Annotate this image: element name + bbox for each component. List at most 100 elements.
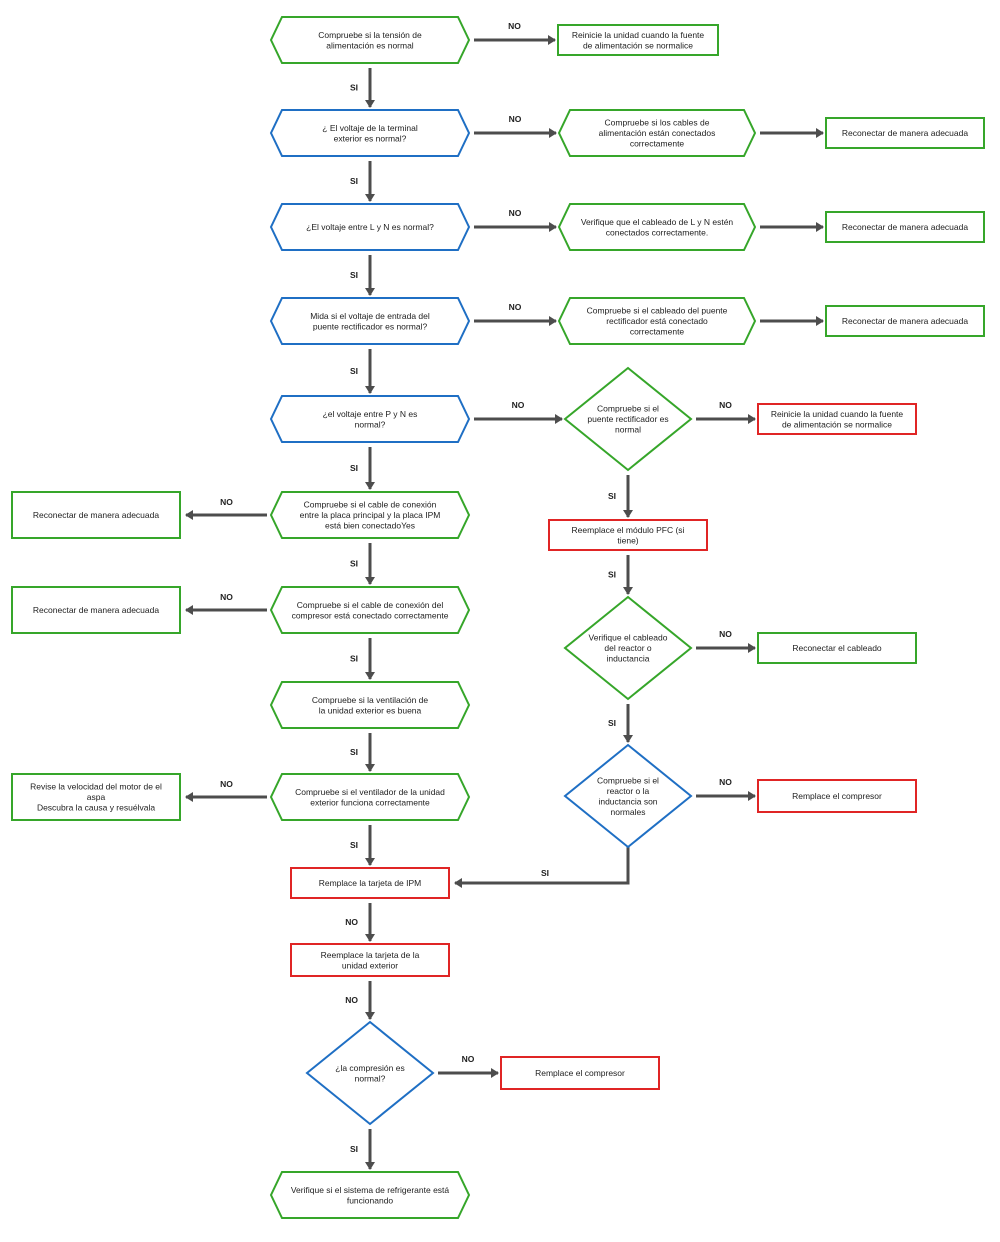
node-label-line: Verifique el cableado [589,633,668,643]
node-hex-outline [269,681,471,729]
connector-label: SI [350,176,358,186]
node-rect-outline [290,943,450,977]
node-hex-outline [557,297,757,345]
node-hex-outline [557,109,757,157]
node-label-line: Compruebe si el cableado del puente [587,306,728,316]
node-label-line: Descubra la causa y resuélvala [37,803,155,813]
connector-arrow [454,847,630,888]
connector-label: NO [509,114,522,124]
node-label-line: reactor o la [607,786,650,796]
node-diamond-outline [305,1020,435,1126]
node-label-line: inductancia son [598,796,657,806]
node-rect-outline [757,632,917,664]
connector-label: SI [350,366,358,376]
node-label-line: normales [611,807,646,817]
node-label-line: Compruebe si la ventilación de [312,695,429,705]
node-label-line: ¿El voltaje entre L y N es normal? [306,222,434,232]
node-hex-outline [269,16,471,64]
node-hex-outline [269,395,471,443]
node-label-line: Reemplace el módulo PFC (si [572,525,685,535]
node-rect-outline [500,1056,660,1090]
connector-label: NO [345,917,358,927]
connector-label: SI [608,718,616,728]
connector-label: SI [350,83,358,93]
node-label-line: Revise la velocidad del motor de el [30,782,162,792]
node-hex-outline [269,297,471,345]
node-hex-outline [557,203,757,251]
node-label-line: funcionando [347,1195,394,1205]
node-label-line: Reconectar de manera adecuada [842,128,968,138]
flow-node-rect: Reconectar el cableado [757,632,917,664]
node-label-line: rectificador está conectado [606,316,708,326]
connector-label: SI [350,840,358,850]
connector-label: NO [220,592,233,602]
node-label-line: Reconectar de manera adecuada [33,605,159,615]
node-label-line: puente rectificador es normal? [313,321,428,331]
flow-node-rect: Remplace el compresor [757,779,917,813]
flow-node-hex: Compruebe si el ventilador de la unidade… [269,773,471,821]
node-label-line: Reemplace la tarjeta de la [321,950,420,960]
node-label-line: correctamente [630,327,685,337]
node-hex-outline [269,491,471,539]
connector-label: SI [350,270,358,280]
connector-label: NO [512,400,525,410]
connector-label: NO [509,302,522,312]
node-label-line: normal? [355,1073,386,1083]
node-label-line: Reinicie la unidad cuando la fuente [771,409,904,419]
node-label-line: normal? [355,419,386,429]
flow-node-rect: Reconectar de manera adecuada [825,117,985,149]
node-label-line: ¿la compresión es [335,1063,404,1073]
node-label-line: Reconectar de manera adecuada [842,316,968,326]
node-label-line: Remplace el compresor [535,1068,625,1078]
node-label-line: exterior funciona correctamente [310,797,430,807]
node-label-line: alimentación están conectados [599,128,716,138]
connector-label: SI [350,463,358,473]
connector-label: NO [220,497,233,507]
node-rect-outline [757,403,917,435]
node-label-line: Remplace la tarjeta de IPM [319,878,422,888]
node-hex-outline [269,773,471,821]
node-label-line: Reconectar de manera adecuada [842,222,968,232]
connector-label: SI [608,570,616,580]
node-rect-outline [11,773,181,821]
node-label-line: compresor está conectado correctamente [292,610,449,620]
node-label-line: exterior es normal? [334,133,407,143]
node-diamond-outline [563,595,693,701]
node-label-line: la unidad exterior es buena [319,705,422,715]
node-label-line: Compruebe si el [597,775,659,785]
flow-node-hex: Compruebe si el cable de conexión delcom… [269,586,471,634]
node-hex-outline [269,1171,471,1219]
flow-node-rect: Reconectar de manera adecuada [825,305,985,337]
node-rect-outline [11,491,181,539]
node-label-line: Compruebe si el cable de conexión [304,500,437,510]
connector-label: NO [719,777,732,787]
node-label-line: está bien conectadoYes [325,521,415,531]
flow-node-rect: Revise la velocidad del motor de elaspaD… [11,773,181,821]
connector-label: NO [719,629,732,639]
node-rect-outline [825,305,985,337]
node-rect-outline [290,867,450,899]
node-label-line: aspa [87,792,106,802]
node-hex-outline [269,109,471,157]
node-diamond-outline [563,366,693,472]
node-label-line: inductancia [606,654,649,664]
node-label-line: del reactor o [604,643,652,653]
node-rect-outline [548,519,708,551]
connector-label: NO [719,400,732,410]
connector-label: NO [220,779,233,789]
connector-label: NO [509,208,522,218]
node-label-line: entre la placa principal y la placa IPM [300,510,441,520]
